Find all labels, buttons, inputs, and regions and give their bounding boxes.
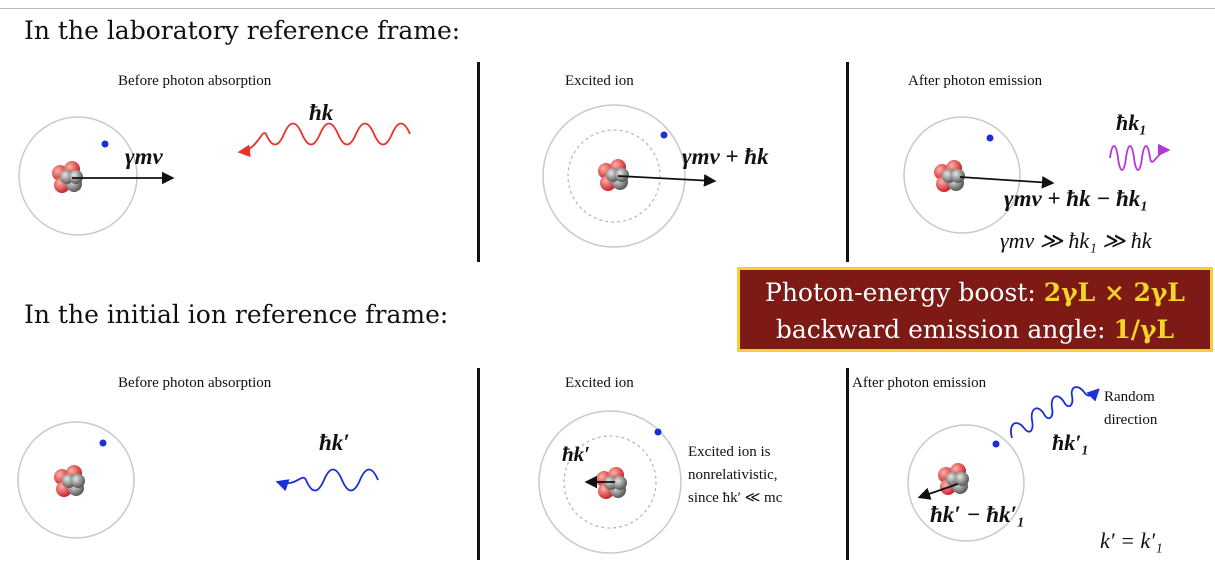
electron [992,440,1000,448]
lab-after-photon-label: ħk₁ [1116,110,1147,135]
emitted-photon-wave [1109,143,1171,171]
ion-excited-photon-label: ħk′ [562,442,591,466]
boost-line: Photon-energy boost: 2γL × 2γL [765,278,1185,307]
nucleus-icon [934,160,965,192]
lab-after-momentum-label: γmv + ħk − ħk₁ [1004,186,1149,211]
photon-energy-boost-box: Photon-energy boost: 2γL × 2γL backward … [737,267,1213,352]
angle-value: 1/γL [1113,315,1175,344]
electron-orbit [903,116,1021,234]
lab-before-atom-diagram [18,116,411,236]
ion-frame-heading: In the initial ion reference frame: [24,300,449,329]
lab-before-momentum-label: γmv [125,144,163,169]
ion-excited-atom-diagram [538,410,682,554]
ion-divider-2 [846,368,849,560]
note-line-3: since ħk′ ≪ mc [688,490,783,506]
note-line-1: Excited ion is [688,444,771,460]
nucleus-icon [598,159,629,191]
electron [654,428,662,436]
lab-frame-heading: In the laboratory reference frame: [24,16,461,45]
nucleus-icon [54,465,85,497]
ion-before-title: Before photon absorption [118,375,272,391]
lab-before-title: Before photon absorption [118,73,272,89]
ion-before-atom-diagram [17,421,379,539]
ion-after-photon-label: ħk′₁ [1052,430,1090,455]
electron-orbit [17,421,135,539]
lab-excited-momentum-label: γmv + ħk [682,144,769,169]
angle-line: backward emission angle: 1/γL [775,315,1175,344]
ion-after-title: After photon emission [852,375,987,391]
electron [99,439,107,447]
lab-before-photon-label: ħk [309,100,334,125]
nucleus-icon [52,161,83,193]
incoming-photon-wave [237,122,411,158]
electron [660,131,668,139]
lab-after-title: After photon emission [908,73,1043,89]
boost-value: 2γL × 2γL [1043,278,1185,307]
ion-after-recoil-label: ħk′ − ħk′₁ [930,502,1025,527]
ion-excited-note: Excited ion is nonrelativistic, since ħk… [688,441,782,510]
lab-divider-2 [846,62,849,262]
inner-orbit [567,129,661,223]
inner-orbit [563,435,657,529]
note-line-2: nonrelativistic, [688,467,778,483]
lab-after-atom-diagram [903,116,1171,234]
electron-orbit [538,410,682,554]
lab-after-inequality: γmv ≫ ħk₁ ≫ ħk [1000,228,1152,253]
lab-excited-title: Excited ion [565,73,634,89]
recoil-arrow [917,483,959,500]
lab-excited-atom-diagram [542,104,717,248]
lab-divider-1 [477,62,480,262]
momentum-arrow [617,174,717,187]
ion-before-photon-label: ħk′ [319,430,350,455]
emitted-photon-wave [1010,386,1100,439]
momentum-arrow [959,176,1055,189]
electron-orbit [907,424,1025,542]
electron-orbit [18,116,138,236]
electron [101,140,109,148]
incoming-photon-wave [275,468,379,492]
ion-excited-title: Excited ion [565,375,634,391]
random-direction-label: Random direction [1104,389,1158,428]
nucleus-icon [596,467,627,499]
ion-after-equality: k′ = k′₁ [1100,528,1163,553]
electron [986,134,994,142]
electron-orbit [542,104,686,248]
top-rule [0,8,1215,9]
ion-divider-1 [477,368,480,560]
